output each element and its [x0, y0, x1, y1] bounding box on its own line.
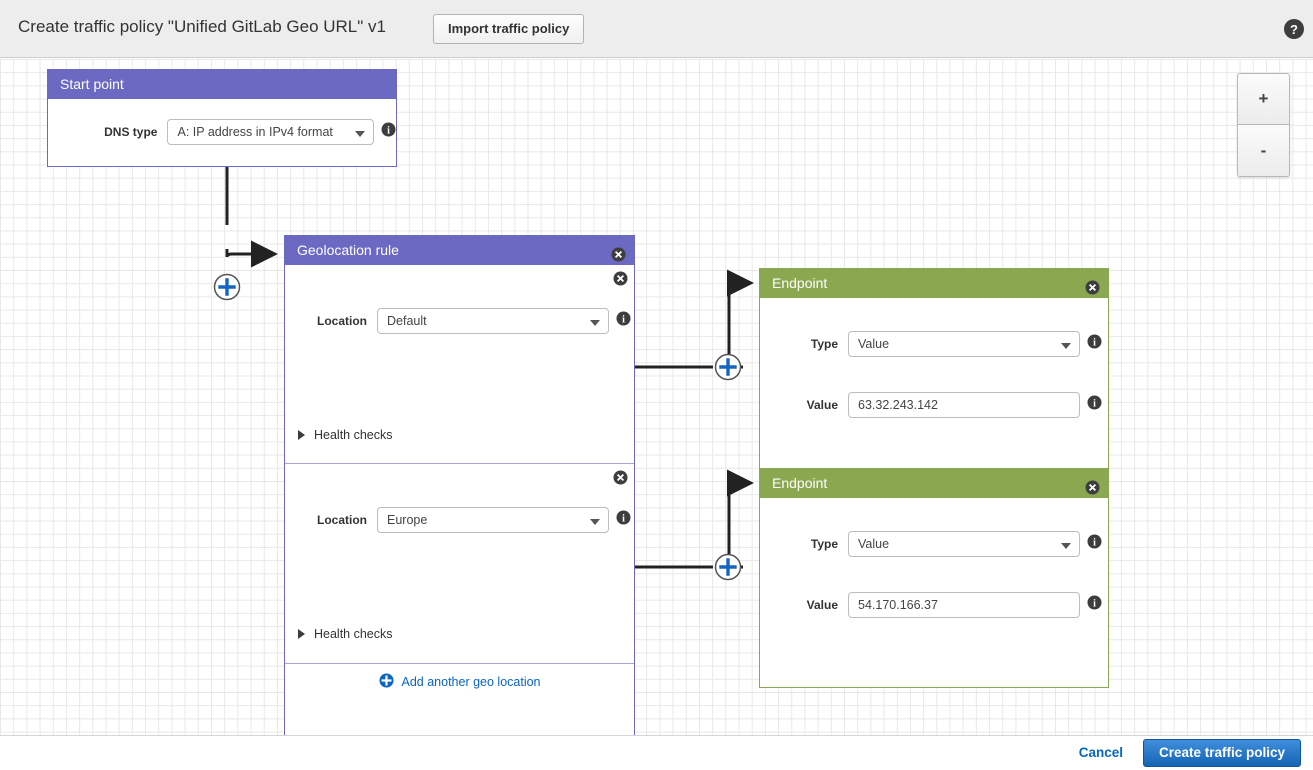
endpoint-title-1: Endpoint	[772, 275, 828, 291]
top-bar: Create traffic policy "Unified GitLab Ge…	[0, 0, 1313, 58]
endpoint-body-2: Type Value i Value 54.170.166.37	[760, 498, 1108, 687]
location-select-europe[interactable]: Europe	[377, 507, 609, 533]
endpoint-type-select-2[interactable]: Value	[848, 531, 1080, 557]
geolocation-rule-header: Geolocation rule	[285, 236, 634, 265]
endpoint-type-label: Type	[810, 337, 838, 351]
start-point-node[interactable]: Start point DNS type A: IP address in IP…	[47, 69, 397, 167]
info-circle-icon[interactable]: i	[1087, 395, 1102, 415]
chevron-right-icon	[298, 430, 305, 440]
dns-type-select[interactable]: A: IP address in IPv4 format	[167, 119, 374, 145]
chevron-right-icon	[298, 629, 305, 639]
start-point-title: Start point	[60, 76, 124, 92]
location-row-default: Location Default i	[285, 308, 634, 334]
import-traffic-policy-button[interactable]: Import traffic policy	[433, 14, 585, 44]
zoom-controls[interactable]: + -	[1237, 73, 1290, 177]
chevron-down-icon	[1061, 543, 1071, 549]
endpoint-header-2: Endpoint	[760, 469, 1108, 498]
cancel-button[interactable]: Cancel	[1078, 745, 1123, 760]
start-point-header: Start point	[48, 70, 396, 99]
add-another-geo-location-label: Add another geo location	[401, 675, 541, 689]
endpoint-type-value-2: Value	[858, 537, 890, 551]
geolocation-rule-node[interactable]: Geolocation rule Location Default	[284, 235, 635, 735]
start-point-body: DNS type A: IP address in IPv4 format i	[48, 99, 396, 166]
geo-location-section-default: Location Default i Health checks	[285, 265, 634, 463]
svg-text:?: ?	[1290, 22, 1298, 37]
location-row-europe: Location Europe i	[285, 507, 634, 533]
endpoint-value-input-1[interactable]: 63.32.243.142	[848, 392, 1080, 418]
chevron-down-icon	[590, 519, 600, 525]
add-node-connector-start[interactable]	[213, 273, 241, 306]
svg-text:i: i	[387, 126, 390, 137]
health-checks-toggle-europe[interactable]: Health checks	[298, 627, 393, 641]
location-select-default[interactable]: Default	[377, 308, 609, 334]
chevron-down-icon	[1061, 343, 1071, 349]
info-circle-icon[interactable]: i	[1087, 595, 1102, 615]
close-circle-icon[interactable]	[1085, 476, 1100, 505]
endpoint-node-1[interactable]: Endpoint Type Value i	[759, 268, 1109, 488]
location-label: Location	[317, 513, 367, 527]
health-checks-label: Health checks	[314, 627, 393, 641]
endpoint-type-label: Type	[810, 537, 838, 551]
dns-type-value: A: IP address in IPv4 format	[177, 125, 333, 139]
endpoint-type-select-1[interactable]: Value	[848, 331, 1080, 357]
endpoint-type-row-1: Type Value i	[760, 331, 1108, 357]
endpoint-value-label: Value	[806, 398, 838, 412]
geolocation-rule-title: Geolocation rule	[297, 242, 399, 258]
chevron-down-icon	[355, 131, 365, 137]
dns-type-row: DNS type A: IP address in IPv4 format i	[48, 119, 396, 145]
info-circle-icon[interactable]: i	[1087, 534, 1102, 554]
svg-text:i: i	[622, 315, 625, 326]
endpoint-body-1: Type Value i Value 63.32.243.142	[760, 298, 1108, 487]
endpoint-type-row-2: Type Value i	[760, 531, 1108, 557]
endpoint-header-1: Endpoint	[760, 269, 1108, 298]
svg-text:i: i	[1093, 399, 1096, 410]
dns-type-label: DNS type	[104, 125, 158, 139]
endpoint-value-text-2: 54.170.166.37	[858, 598, 938, 612]
close-circle-icon[interactable]	[613, 271, 628, 291]
endpoint-node-2[interactable]: Endpoint Type Value i	[759, 468, 1109, 688]
close-circle-icon[interactable]	[611, 243, 626, 272]
footer-bar: Cancel Create traffic policy	[0, 735, 1313, 770]
add-node-connector-endpoint-1[interactable]	[714, 353, 742, 386]
svg-text:i: i	[1093, 538, 1096, 549]
svg-text:i: i	[622, 514, 625, 525]
info-circle-icon[interactable]: i	[616, 311, 631, 331]
close-circle-icon[interactable]	[1085, 276, 1100, 305]
create-traffic-policy-button[interactable]: Create traffic policy	[1142, 739, 1301, 767]
endpoint-value-input-2[interactable]: 54.170.166.37	[848, 592, 1080, 618]
svg-text:i: i	[1093, 599, 1096, 610]
zoom-out-button[interactable]: -	[1238, 125, 1289, 176]
info-circle-icon[interactable]: i	[381, 122, 396, 142]
info-circle-icon[interactable]: i	[1087, 334, 1102, 354]
endpoint-value-text-1: 63.32.243.142	[858, 398, 938, 412]
endpoint-title-2: Endpoint	[772, 475, 828, 491]
info-circle-icon[interactable]: i	[616, 510, 631, 530]
geo-location-section-europe: Location Europe i Health checks	[285, 463, 634, 663]
close-circle-icon[interactable]	[613, 470, 628, 490]
health-checks-toggle-default[interactable]: Health checks	[298, 428, 393, 442]
location-value-default: Default	[387, 314, 427, 328]
endpoint-value-row-2: Value 54.170.166.37 i	[760, 592, 1108, 618]
help-circle-icon[interactable]: ?	[1283, 18, 1305, 40]
zoom-in-button[interactable]: +	[1238, 74, 1289, 125]
chevron-down-icon	[590, 320, 600, 326]
location-value-europe: Europe	[387, 513, 428, 527]
add-another-geo-location-button[interactable]: Add another geo location	[285, 663, 634, 700]
page-title: Create traffic policy "Unified GitLab Ge…	[18, 17, 386, 36]
policy-canvas[interactable]: Start point DNS type A: IP address in IP…	[0, 59, 1313, 735]
endpoint-value-row-1: Value 63.32.243.142 i	[760, 392, 1108, 418]
endpoint-type-value-1: Value	[858, 337, 890, 351]
location-label: Location	[317, 314, 367, 328]
svg-text:i: i	[1093, 338, 1096, 349]
health-checks-label: Health checks	[314, 428, 393, 442]
add-node-connector-endpoint-2[interactable]	[714, 553, 742, 586]
plus-circle-filled-icon	[379, 673, 394, 691]
endpoint-value-label: Value	[806, 598, 838, 612]
